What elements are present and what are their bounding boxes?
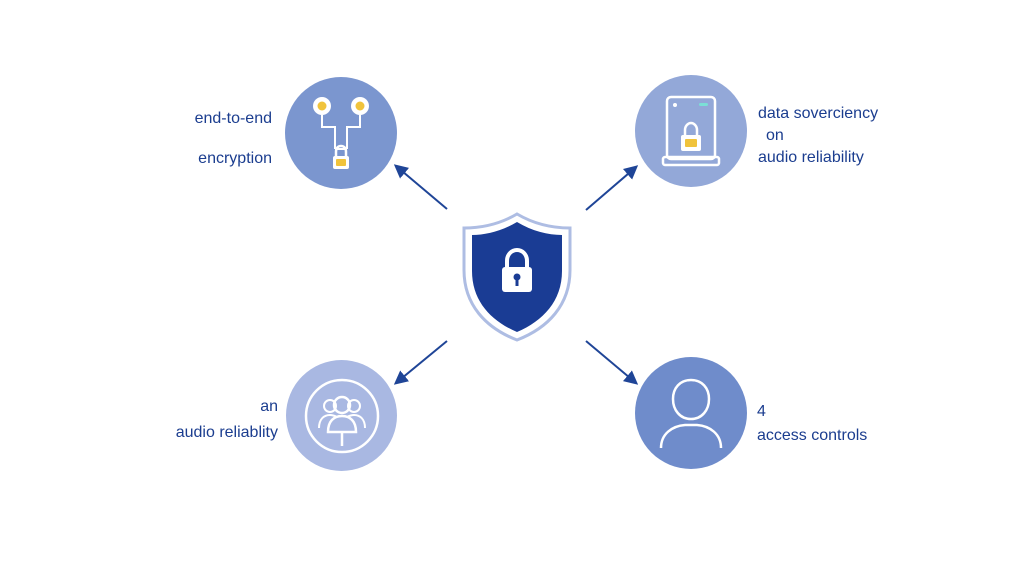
audio-reliability-label-line-2: audio reliablity — [175, 424, 278, 441]
data-sovereignty-label-line-3: audio reliability — [758, 149, 864, 166]
user-group-icon — [302, 376, 382, 456]
access-controls-label: 4 access controls — [757, 401, 867, 447]
access-controls-node — [635, 357, 747, 469]
access-controls-label-line-2: access controls — [757, 427, 868, 444]
arrow-to-top-left — [393, 164, 448, 210]
arrow-to-bottom-left — [393, 340, 448, 385]
key-lock-network-icon — [303, 91, 379, 175]
encryption-label-line-2: encryption — [198, 150, 272, 167]
data-sovereignty-label-line-2: on — [766, 127, 784, 144]
audio-reliability-node — [286, 360, 397, 471]
data-sovereignty-label: data soverciency on audio reliability — [758, 103, 878, 169]
encryption-label-line-1: end-to-end — [194, 110, 272, 127]
encryption-label: end-to-end encryption — [195, 108, 272, 170]
audio-reliability-label: an audio reliablity — [176, 396, 278, 444]
arrow-to-bottom-right — [585, 340, 639, 385]
data-sovereignty-node — [635, 75, 747, 187]
user-icon — [656, 374, 726, 452]
data-sovereignty-label-line-1: data soverciency — [758, 105, 879, 122]
server-lock-icon — [658, 91, 724, 171]
audio-reliability-label-line-1: an — [260, 398, 278, 415]
encryption-node — [285, 77, 397, 189]
access-controls-label-line-1: 4 — [757, 403, 766, 420]
shield-lock-icon — [460, 210, 574, 344]
arrow-to-top-right — [585, 165, 639, 211]
